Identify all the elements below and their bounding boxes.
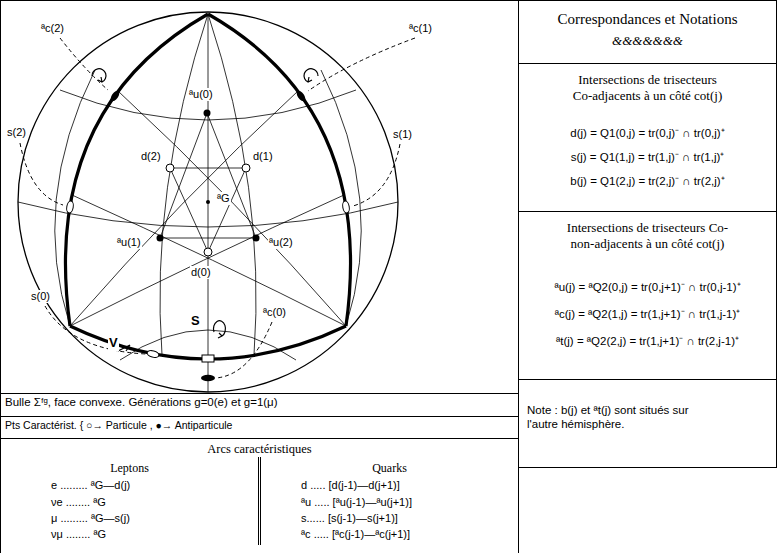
point-label: d(0) [190, 266, 212, 279]
panel-heading: Intersections de trisecteurs Co-non-adja… [558, 220, 738, 251]
table-cell: Quarks [261, 461, 518, 475]
point-label: ªu(1) [116, 236, 142, 249]
bubble-outline [18, 12, 398, 392]
table-cell: νe ........ ªG [1, 496, 258, 509]
panel-box: Bulle Σᶠᵍ, face convexe. Générations g=0… [0, 393, 519, 417]
panel-heading: Arcs caractéristiques [1, 442, 518, 457]
point-label: ªc(2) [40, 22, 65, 35]
table-cell: d ..... [d(j-1)—d(j+1)] [261, 479, 518, 492]
panel-box: Intersections de trisecteurs Co-non-adja… [518, 211, 777, 380]
panel-box: Intersections de trisecteurs Co-adjacent… [518, 63, 777, 212]
panel-heading: Note : b(j) et ªt(j) sont situés sur l'a… [519, 404, 695, 432]
panel-heading: Correspondances et Notations [519, 10, 776, 28]
point-label: V [108, 336, 119, 351]
panel-heading: Bulle Σᶠᵍ, face convexe. Générations g=0… [1, 396, 518, 410]
panel-box: Correspondances et Notations &&&&&&& [518, 0, 777, 64]
point-label: s(2) [6, 126, 27, 139]
illustration-frame [1, 1, 519, 394]
table-cell: ªu ..... [ªu(j-1)—ªu(j+1)] [261, 496, 518, 509]
formula-text: b(j) = Q1(2,j) = tr(2,j)⁻ ∩ tr(2,j)⁺ [519, 175, 776, 189]
point-label: ªc(1) [408, 22, 433, 35]
formula-text: s(j) = Q1(1,j) = tr(1,j)⁻ ∩ tr(1,j)⁺ [519, 151, 776, 165]
panel-box: Note : b(j) et ªt(j) sont situés sur l'a… [518, 379, 777, 468]
point-label: ªc(0) [262, 306, 287, 319]
panel-box: Arcs caractéristiquesLeptons e ......... … [0, 438, 519, 553]
formula-text: &&&&&&& [519, 33, 776, 49]
point-label: d(1) [252, 150, 274, 163]
panel-heading: Intersections de trisecteurs Co-adjacent… [570, 72, 726, 103]
table-cell: Leptons [1, 461, 258, 475]
point-label: s(1) [392, 128, 413, 141]
formula-text: d(j) = Q1(0,j) = tr(0,j)⁻ ∩ tr(0,j)⁺ [519, 127, 776, 141]
characteristic-points [66, 89, 350, 381]
point-label: ªu(0) [188, 88, 214, 101]
panel-heading: Pts Caractérist. { ○→ Particule , ●→ Ant… [1, 419, 518, 432]
table-cell: ªc ..... [ªc(j-1)—ªc(j+1)] [261, 528, 518, 541]
table-cell: νμ ........ ªG [1, 528, 258, 541]
formula-text: ªc(j) = ªQ2(1,j) = tr(1,j+1)⁻ ∩ tr(1,j-1… [519, 308, 776, 322]
point-label: S [190, 314, 201, 329]
spherical-triangle [65, 14, 350, 359]
point-label: d(2) [140, 150, 162, 163]
table-cell: e ......... ªG—d(j) [1, 479, 258, 492]
leader-lines [20, 38, 415, 378]
formula-text: ªt(j) = ªQ2(2,j) = tr(1,j+1)⁻ ∩ tr(2,j-1… [519, 335, 776, 349]
table-cell: s...... [s(j-1)—s(j+1)] [261, 512, 518, 525]
point-label: s(0) [30, 290, 51, 303]
formula-text: ªu(j) = ªQ2(0,j) = tr(0,j+1)⁻ ∩ tr(0,j-1… [519, 281, 776, 295]
panel-box: Pts Caractérist. { ○→ Particule , ●→ Ant… [0, 416, 519, 439]
table-cell: μ ......... ªG—s(j) [1, 512, 258, 525]
spin-curls [92, 69, 318, 351]
point-label: ªu(2) [268, 236, 294, 249]
point-label: ªG [216, 192, 231, 205]
